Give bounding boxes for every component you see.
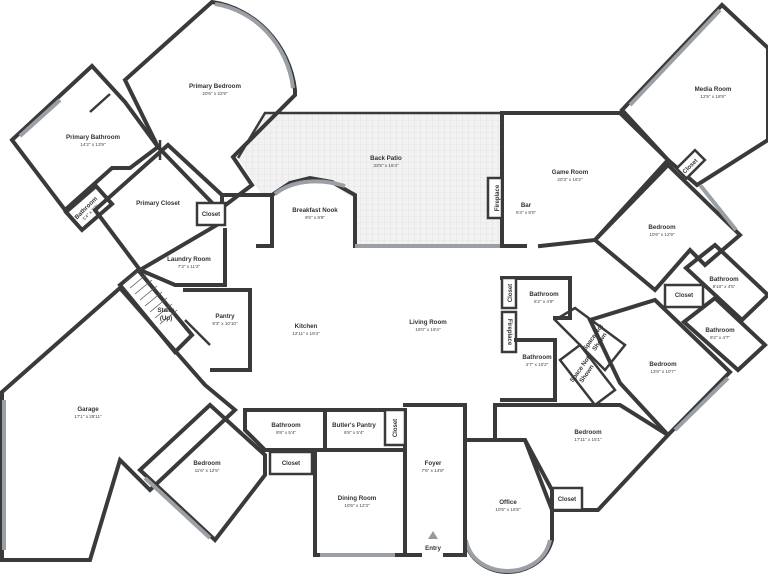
label-entry: Entry <box>425 545 441 552</box>
label-laundry: Laundry Room <box>167 256 211 263</box>
dims-bathroom-center: 6'2" x 4'9" <box>534 299 554 304</box>
dims-bedroom-se: 17'11" x 15'1" <box>574 437 602 442</box>
label-dining: Dining Room <box>338 495 377 502</box>
dims-living: 18'0" x 19'4" <box>415 327 441 332</box>
dims-game-room: 20'3" x 16'2" <box>557 177 583 182</box>
label-primary-bathroom: Primary Bathroom <box>66 134 120 141</box>
primary-bedroom-walls <box>122 0 297 213</box>
label-breakfast-nook: Breakfast Nook <box>292 207 338 214</box>
dims-dining: 10'6" x 12'3" <box>344 503 370 508</box>
label-garage: Garage <box>77 406 99 413</box>
label-bedroom-se: Bedroom <box>574 429 602 436</box>
label-closet-butler: Closet <box>393 419 399 437</box>
bedroom-e-walls <box>587 297 733 438</box>
dims-foyer: 7'6" x 14'8" <box>422 468 445 473</box>
label-closet-sw: Closet <box>282 461 300 467</box>
dims-bathroom-e1: 8'10" x 4'5" <box>713 284 736 289</box>
dims-laundry: 7'3" x 11'2" <box>178 264 201 269</box>
label-bathroom-center2: Bathroom <box>522 354 552 361</box>
center-bath-walls <box>500 276 627 407</box>
label-pantry: Pantry <box>215 313 235 320</box>
dims-back-patio: 33'5" x 16'4" <box>373 163 399 168</box>
label-office: Office <box>499 499 517 506</box>
bedroom-sw-walls <box>137 402 267 543</box>
small-bathroom-walls <box>63 183 115 233</box>
laundry-closet-box <box>195 201 227 227</box>
label-closet-laundry: Closet <box>202 212 220 218</box>
label-bedroom-e: Bedroom <box>649 361 677 368</box>
label-bathroom-sw: Bathroom <box>271 422 301 429</box>
office-walls <box>463 438 554 575</box>
east-bath-walls <box>663 242 768 373</box>
dims-office: 10'5" x 16'5" <box>495 507 521 512</box>
sw-bath-walls <box>243 408 407 476</box>
label-butlers-pantry: Butler's Pantry <box>332 422 376 429</box>
dims-bathroom-sw: 9'8" x 5'4" <box>276 430 296 435</box>
bedroom-se-walls <box>493 403 672 512</box>
label-fireplace-game: Fireplace <box>495 184 501 211</box>
label-bathroom-e1: Bathroom <box>709 276 739 283</box>
label-primary-closet: Primary Closet <box>136 200 180 207</box>
label-foyer: Foyer <box>425 460 442 467</box>
dims-bedroom-e: 13'6" x 10'7" <box>650 369 676 374</box>
dims-primary-bedroom: 20'6" x 22'9" <box>202 91 228 96</box>
label-closet-se: Closet <box>558 497 576 503</box>
dims-pantry: 8'3" x 10'10" <box>212 321 238 326</box>
label-fireplace-living: Fireplace <box>506 319 512 346</box>
label-primary-bedroom: Primary Bedroom <box>189 83 241 90</box>
label-back-patio: Back Patio <box>370 155 402 162</box>
label-stairs-1: Stairs <box>157 307 175 314</box>
entry-arrow-icon <box>428 531 438 539</box>
label-stairs-2: (Up) <box>160 315 172 322</box>
label-bathroom-center: Bathroom <box>529 291 559 298</box>
pantry-walls <box>183 288 252 372</box>
dims-bathroom-e2: 9'2" x 4'7" <box>710 335 730 340</box>
dims-butlers-pantry: 6'8" x 5'4" <box>344 430 364 435</box>
label-living: Living Room <box>409 319 447 326</box>
label-kitchen: Kitchen <box>295 323 318 330</box>
dims-bedroom-ne: 10'6" x 12'9" <box>649 232 675 237</box>
foyer-walls <box>403 403 467 557</box>
label-bedroom-sw: Bedroom <box>193 460 221 467</box>
dims-bar: 5'4" x 8'0" <box>516 210 536 215</box>
dims-bedroom-sw: 11'6" x 12'5" <box>195 468 220 473</box>
back-patio-floor <box>238 113 502 246</box>
label-media-room: Media Room <box>695 86 732 93</box>
label-bar: Bar <box>521 202 532 209</box>
media-room-walls <box>619 2 768 188</box>
label-bedroom-ne: Bedroom <box>648 224 676 231</box>
label-bathroom-e2: Bathroom <box>705 327 735 334</box>
bedroom-ne-walls <box>592 162 743 293</box>
stairs-graphic <box>117 267 195 355</box>
dims-primary-bathroom: 14'2" x 13'9" <box>80 142 106 147</box>
garage-walls <box>0 285 239 562</box>
label-game-room: Game Room <box>552 169 589 176</box>
dims-bathroom-center2: 4'7" x 10'2" <box>526 362 549 367</box>
dims-breakfast-nook: 9'6" x 8'8" <box>305 215 325 220</box>
dims-kitchen: 12'11" x 19'4" <box>292 331 320 336</box>
dims-garage: 17'1" x 28'11" <box>74 414 102 419</box>
label-closet-center: Closet <box>508 284 514 302</box>
laundry-walls <box>137 228 227 287</box>
dims-media-room: 12'5" x 18'8" <box>700 94 726 99</box>
label-closet-e: Closet <box>675 293 693 299</box>
